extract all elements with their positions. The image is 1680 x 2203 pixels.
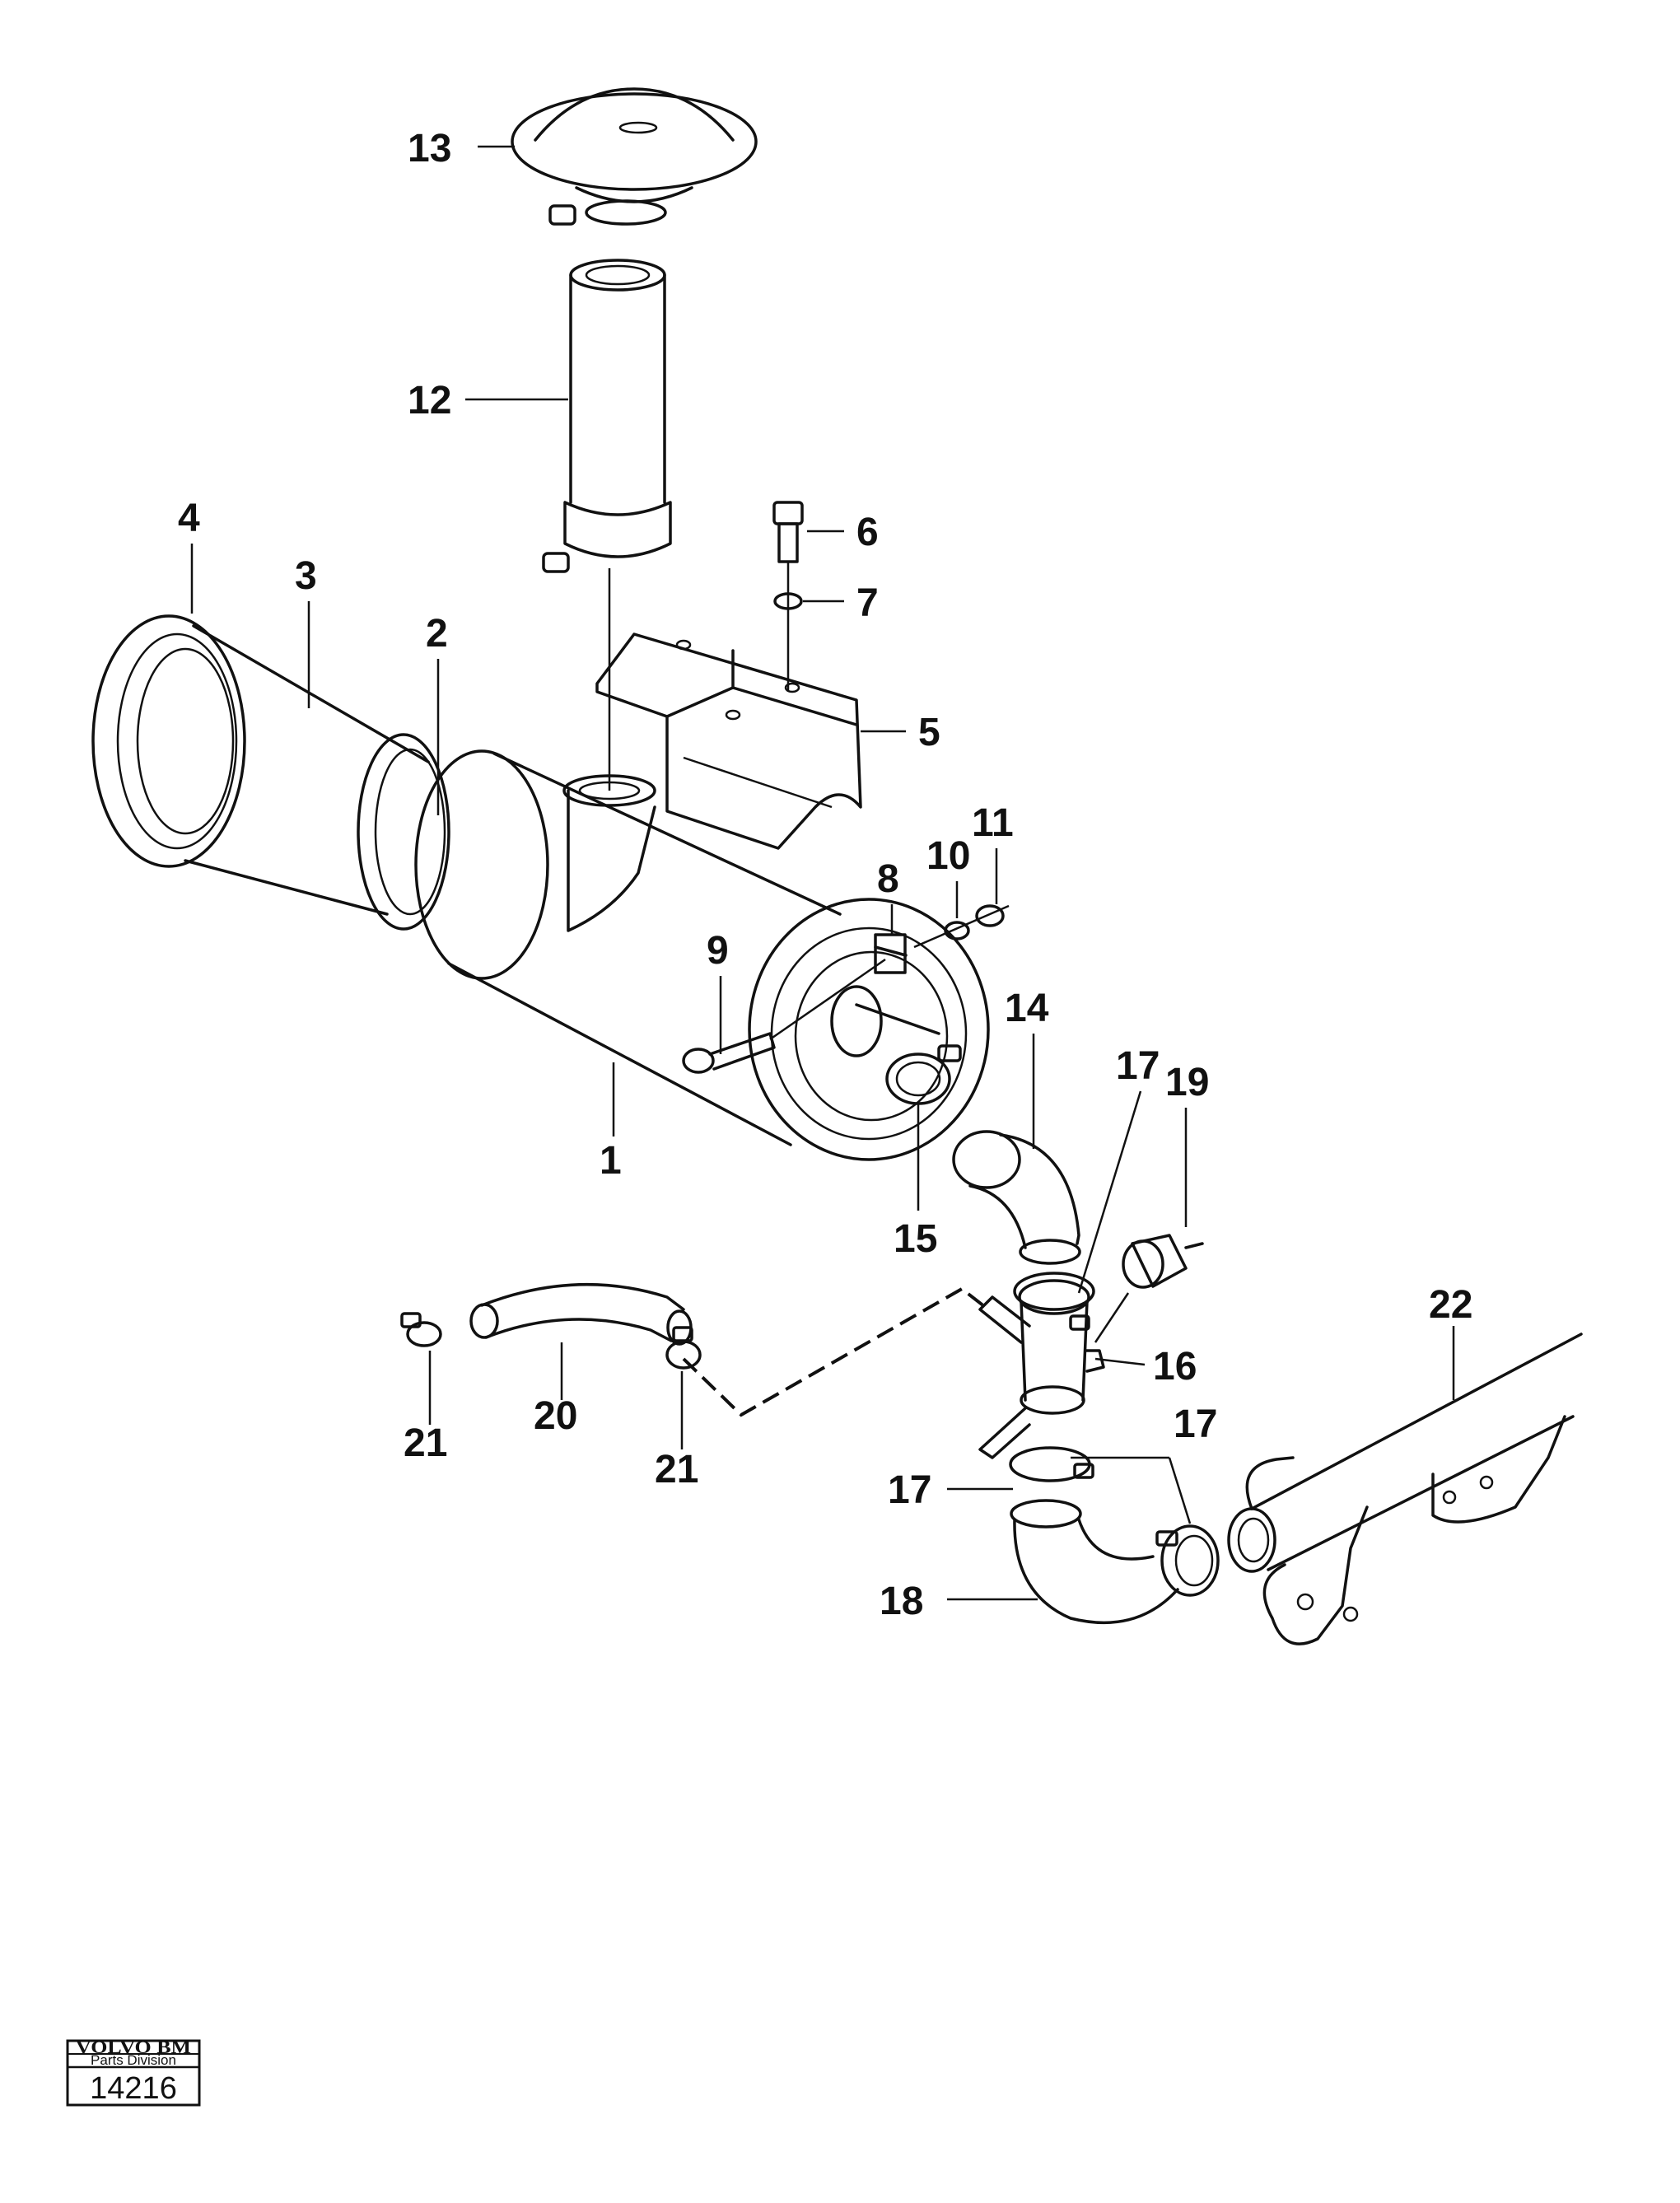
callout-21-left: 21 <box>404 1421 447 1465</box>
callout-7: 7 <box>856 581 879 625</box>
callout-4: 4 <box>178 497 200 540</box>
filter-sealing-ring <box>357 733 450 931</box>
callout-17-left: 17 <box>888 1468 931 1512</box>
callout-17-top: 17 <box>1116 1044 1160 1088</box>
leader-lines <box>190 145 1455 1601</box>
hose-clip-left <box>400 1312 442 1347</box>
callout-2: 2 <box>426 612 448 656</box>
callout-18: 18 <box>880 1580 923 1623</box>
callout-13: 13 <box>408 127 451 170</box>
callout-16: 16 <box>1153 1345 1197 1389</box>
vacuum-hose <box>469 1282 990 1417</box>
stamp-division: Parts Division <box>91 2052 176 2068</box>
lower-elbow-hose <box>1010 1499 1179 1624</box>
callout-14: 14 <box>1005 987 1049 1030</box>
outlet-hose-clamp <box>885 1044 962 1105</box>
precleaner-cap <box>511 87 758 226</box>
callout-10: 10 <box>926 834 970 878</box>
clamp-bolt <box>682 958 886 1074</box>
stamp-number: 14216 <box>90 2071 177 2106</box>
elbow-hose <box>952 1130 1081 1265</box>
callout-12: 12 <box>408 379 451 422</box>
callout-17-right: 17 <box>1174 1403 1217 1446</box>
callout-6: 6 <box>856 511 879 554</box>
callout-9: 9 <box>707 929 729 973</box>
callout-5: 5 <box>918 711 940 754</box>
callout-3: 3 <box>295 554 317 598</box>
stamp-brand: VOLVO BM <box>76 2037 191 2057</box>
inlet-pipe <box>542 259 672 791</box>
volvo-parts-stamp: VOLVO BM Parts Division 14216 <box>66 2037 201 2107</box>
clamp-washer <box>944 921 970 940</box>
callout-19: 19 <box>1165 1061 1209 1104</box>
intake-manifold <box>1227 1333 1583 1645</box>
mounting-bracket <box>595 632 862 850</box>
clamp-nut <box>913 904 1010 949</box>
callout-numbers: 13 12 4 3 2 6 7 5 8 10 11 9 1 14 17 19 1… <box>178 127 1472 1623</box>
callout-21-right: 21 <box>655 1448 698 1491</box>
callout-15: 15 <box>894 1217 937 1261</box>
hose-clamp-manifold <box>1155 1524 1220 1597</box>
filter-end-cover <box>91 614 246 868</box>
tee-connector <box>978 1279 1105 1459</box>
bracket-bolt <box>772 501 804 692</box>
air-filter-housing <box>414 749 990 1161</box>
hose-clamp-lower <box>1009 1446 1094 1482</box>
vacuum-indicator <box>1094 1234 1204 1343</box>
callout-22: 22 <box>1429 1283 1472 1327</box>
hose-clamp-upper <box>1013 1272 1095 1331</box>
hose-clip-right <box>665 1326 702 1370</box>
callout-1: 1 <box>600 1139 622 1183</box>
callout-20: 20 <box>534 1394 577 1438</box>
callout-8: 8 <box>877 857 899 901</box>
callout-11: 11 <box>972 801 1014 845</box>
clamp-bracket <box>874 933 908 974</box>
bracket-washer <box>773 592 803 610</box>
